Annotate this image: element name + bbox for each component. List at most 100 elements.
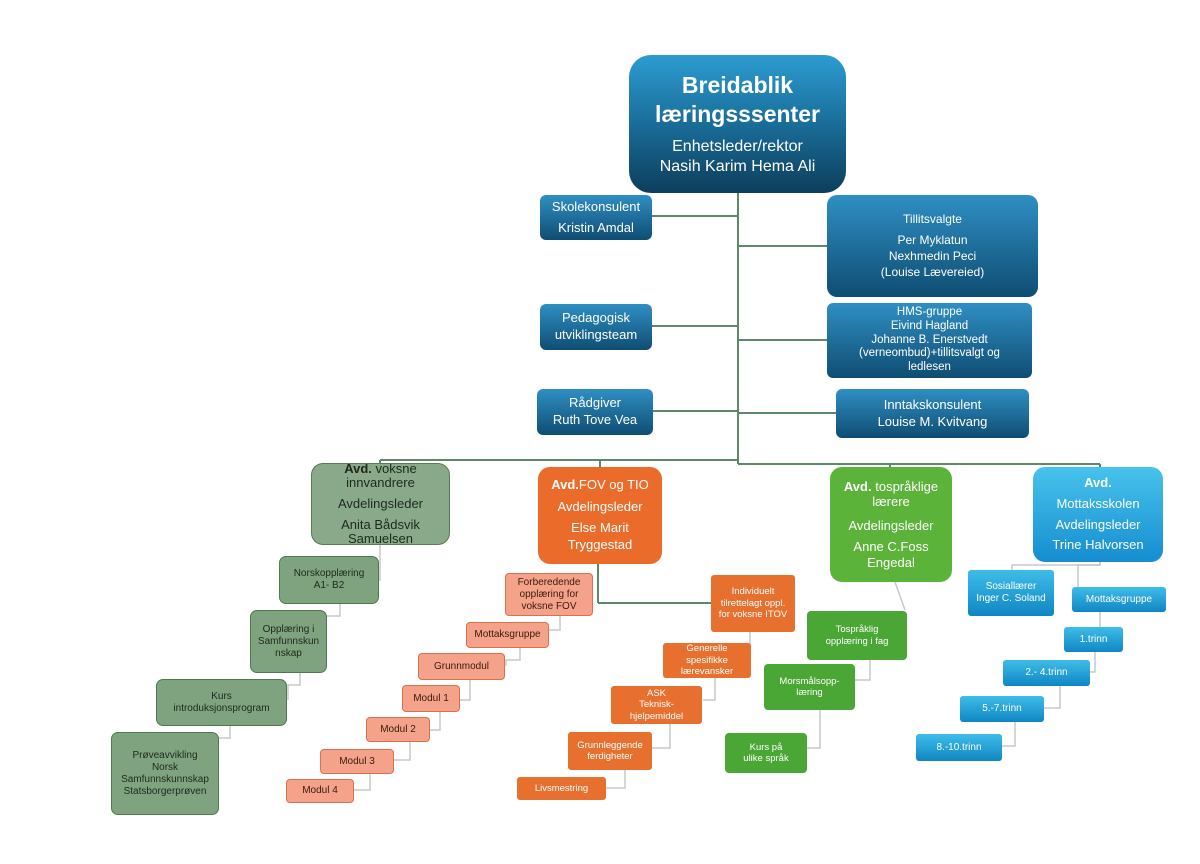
tillitsvalgte-line: Nexhmedin Peci (888, 249, 977, 263)
item-line: Tospråklig (835, 624, 879, 636)
item-line: Samfunnskunnskap (121, 773, 209, 785)
skolekonsulent-title: Skolekonsulent (551, 198, 641, 214)
tillitsvalgte-node: Tillitsvalgte Per Myklatun Nexhmedin Pec… (827, 195, 1038, 297)
hms-line: Johanne B. Enerstvedt (871, 333, 988, 346)
dept-name-rest: voksne (371, 463, 417, 476)
dept-leader: Tryggestad (567, 536, 633, 552)
item-line: voksne FOV (521, 600, 577, 612)
item-line: nskap (275, 647, 302, 659)
dept-tospraklige-laerere: Avd. tospråklige lærere Avdelingsleder A… (830, 467, 952, 582)
tillitsvalgte-line: (Louise Lævereied) (880, 264, 985, 279)
mottak-item-mottaksgruppe: Mottaksgruppe (1072, 587, 1166, 612)
inntak-name: Louise M. Kvitvang (877, 413, 988, 429)
root-title-line1: Breidablik (681, 72, 794, 99)
tillitsvalgte-line: Per Myklatun (897, 233, 968, 248)
dept-tospraklige-name: Avd. tospråklige (844, 479, 938, 495)
item-line: 1.trinn (1079, 633, 1108, 645)
inntakskonsulent-node: Inntakskonsulent Louise M. Kvitvang (836, 389, 1029, 438)
item-line: Grunnmodul (433, 660, 490, 672)
fov-item-modul-2: Modul 2 (366, 717, 430, 742)
item-line: Teknisk- (639, 699, 674, 711)
dept-leader: Samuelsen (347, 530, 414, 545)
dept-leader: Anne C.Foss (853, 539, 929, 555)
dept-name-rest: FOV og TIO (578, 477, 649, 493)
skolekonsulent-name: Kristin Amdal (558, 219, 634, 235)
item-line: læring (796, 687, 823, 698)
mottak-item-8-10-trinn: 8.-10.trinn (916, 734, 1002, 761)
fov-item-forberedende: Forberedende opplæring for voksne FOV (505, 573, 593, 616)
pedagogisk-line1: Pedagogisk (562, 310, 630, 326)
root-node-breidablik: Breidablik læringsssenter Enhetsleder/re… (629, 55, 846, 193)
item-line: for voksne ITOV (718, 609, 788, 621)
voksne-item-norskopplaering: Norskopplæring A1- B2 (279, 556, 379, 604)
dept-prefix: Avd. (344, 463, 372, 476)
tospraklige-item-opplaering: Tospråklig opplæring i fag (807, 611, 907, 660)
dept-fov-name: Avd.FOV og TIO (551, 477, 649, 494)
tio-item-laerevansker: Generelle spesifikke lærevansker (663, 643, 751, 678)
tospraklige-item-morsmal: Morsmålsopp- læring (764, 664, 855, 710)
hms-line: (verneombud)+tillitsvalgt og (859, 347, 1000, 360)
item-line: Forberedende (517, 576, 581, 588)
dept-leader: Trine Halvorsen (1052, 537, 1144, 553)
voksne-item-kurs-introduksjon: Kurs introduksjonsprogram (156, 679, 287, 726)
radgiver-title: Rådgiver (568, 395, 622, 411)
tio-item-livsmestring: Livsmestring (517, 777, 606, 800)
mottak-item-sosiallaerer: Sosiallærer Inger C. Soland (968, 570, 1054, 616)
dept-leader: Engedal (867, 554, 915, 570)
voksne-item-samfunnskunnskap: Opplæring i Samfunnskun nskap (250, 610, 327, 673)
dept-prefix-text: Avd. (1084, 474, 1112, 490)
hms-line: Eivind Hagland (890, 319, 969, 332)
item-line: Mottaksgruppe (1085, 593, 1153, 605)
item-line: 8.-10.trinn (936, 741, 982, 753)
skolekonsulent-node: Skolekonsulent Kristin Amdal (540, 195, 652, 240)
item-line: tilrettelagt oppl. (720, 597, 786, 609)
item-line: Morsmålsopp- (779, 675, 840, 687)
mottak-item-2-4-trinn: 2.- 4.trinn (1003, 660, 1090, 686)
hms-line: HMS-gruppe (896, 306, 963, 318)
inntak-title: Inntakskonsulent (883, 396, 982, 412)
dept-prefix: Avd. (843, 478, 872, 494)
item-line: opplæring for (519, 588, 579, 600)
dept-voksne-name: Avd. voksne (344, 463, 417, 476)
item-line: Kurs på (749, 741, 783, 753)
item-line: Kurs (211, 690, 232, 702)
dept-prefix: Avd. (1084, 473, 1112, 494)
item-line: Mottaksgruppe (474, 629, 541, 640)
fov-item-modul-4: Modul 4 (286, 779, 354, 803)
hms-line: ledlesen (908, 361, 951, 374)
dept-name-line2: innvandrere (346, 475, 415, 491)
tio-item-itov: Individuelt tilrettelagt oppl. for voksn… (711, 575, 795, 632)
item-line: Norsk (151, 761, 179, 773)
item-line: A1- B2 (313, 580, 345, 591)
item-line: ferdigheter (587, 751, 633, 762)
item-line: Sosiallærer (985, 581, 1037, 592)
tio-item-grunnleggende: Grunnleggende ferdigheter (568, 732, 652, 770)
fov-item-modul-1: Modul 1 (402, 685, 460, 712)
dept-leader: Else Marit (571, 520, 629, 535)
root-role: Enhetsleder/rektor (672, 137, 803, 155)
fov-item-mottaksgruppe: Mottaksgruppe (466, 622, 549, 648)
dept-role: Avdelingsleder (1055, 516, 1141, 532)
tillitsvalgte-title: Tillitsvalgte (903, 211, 962, 226)
dept-role: Avdelingsleder (557, 499, 643, 515)
dept-role: Avdelingsleder (337, 496, 424, 512)
radgiver-name: Ruth Tove Vea (552, 412, 638, 427)
item-line: spesifikke (686, 654, 728, 666)
dept-name-line2: lærere (872, 494, 910, 510)
item-line: Norskopplæring (293, 568, 365, 579)
dept-fov-tio: Avd.FOV og TIO Avdelingsleder Else Marit… (538, 467, 662, 564)
item-line: hjelpemiddel (629, 710, 684, 722)
dept-name-rest: tospråklige (871, 478, 939, 494)
item-line: Prøveavvikling (132, 749, 198, 761)
dept-mottaksskolen: Avd. Mottaksskolen Avdelingsleder Trine … (1033, 467, 1163, 562)
tio-item-ask: ASK Teknisk- hjelpemiddel (611, 686, 702, 724)
item-line: ulike språk (743, 753, 789, 764)
item-line: Modul 1 (413, 692, 449, 704)
root-name: Nasih Karim Hema Ali (659, 157, 816, 175)
tospraklige-item-kurs: Kurs på ulike språk (725, 733, 807, 773)
mottak-item-1-trinn: 1.trinn (1064, 627, 1123, 652)
item-line: Opplæring i (262, 623, 315, 635)
voksne-item-proveavvikling: Prøveavvikling Norsk Samfunnskunnskap St… (111, 732, 219, 815)
dept-name-line2: Mottaksskolen (1056, 495, 1140, 511)
